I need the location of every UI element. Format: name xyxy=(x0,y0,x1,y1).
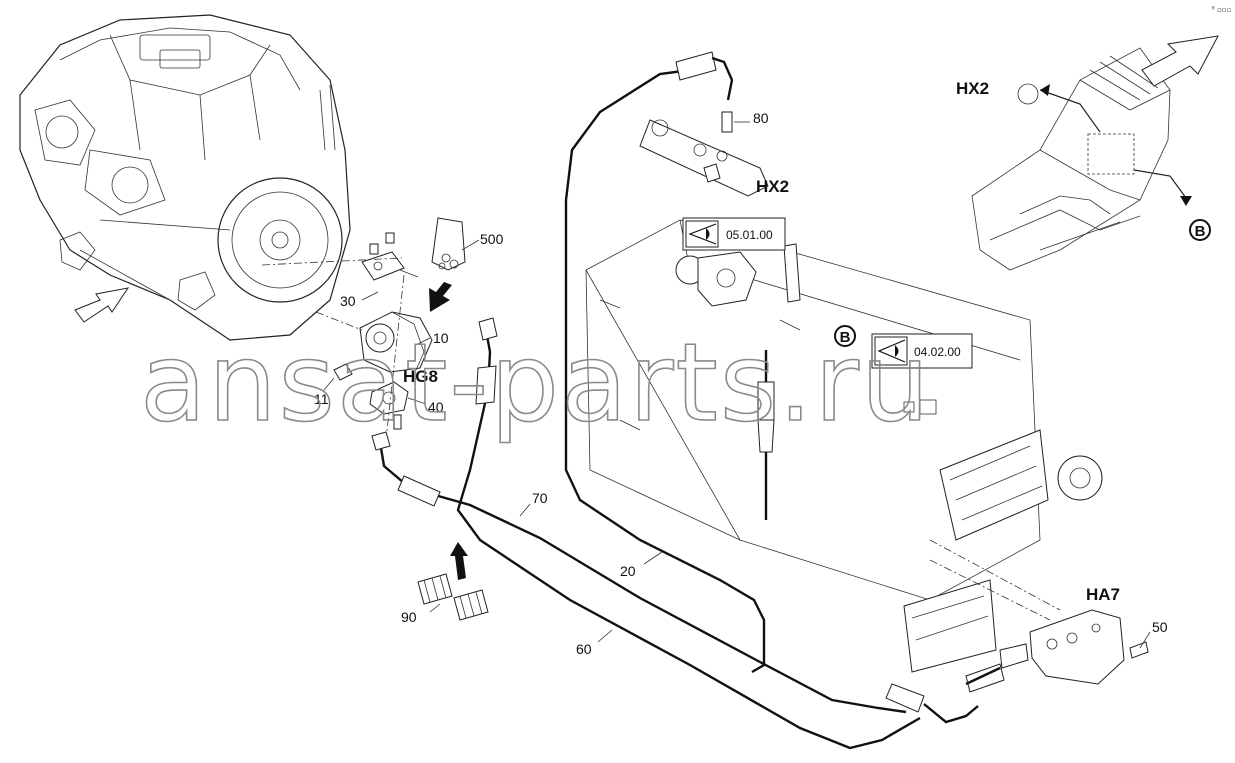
hydraulic-tank xyxy=(585,219,1041,601)
up-arrow-icon xyxy=(450,542,468,580)
hx2-callout-arrow xyxy=(1039,89,1101,133)
eye-reference-icon xyxy=(688,223,717,245)
designation-hx2-overview: HX2 xyxy=(956,79,989,98)
part-label-60: 60 xyxy=(576,641,592,657)
pump-assembly xyxy=(261,232,433,441)
view-marker-b: B xyxy=(834,325,856,347)
leader-lines xyxy=(323,121,1151,649)
eye-reference-icon xyxy=(877,339,906,363)
watermark: ansat-parts.ru xyxy=(140,321,931,446)
b-callout-arrow xyxy=(1133,169,1187,199)
valve-ha7 xyxy=(885,609,1149,724)
engine-direction-arrow-icon xyxy=(74,287,130,323)
reference-box-1: 05.01.00 xyxy=(682,217,786,251)
engine-illustration xyxy=(19,14,351,341)
hose-20 xyxy=(564,68,766,674)
reference-label-2: 04.02.00 xyxy=(914,345,961,359)
part-label-70: 70 xyxy=(532,490,548,506)
reference-label-1: 05.01.00 xyxy=(726,228,773,242)
hose-70 xyxy=(378,441,907,714)
part-label-11: 11 xyxy=(314,391,329,407)
part-label-10: 10 xyxy=(433,330,449,346)
part-label-500: 500 xyxy=(480,231,504,247)
part-label-20: 20 xyxy=(620,563,636,579)
machine-overview xyxy=(971,47,1171,271)
designation-hx2-valve: HX2 xyxy=(756,177,789,196)
designation-hg8: HG8 xyxy=(403,367,438,386)
reference-box-2: 04.02.00 xyxy=(871,333,973,369)
part-label-50: 50 xyxy=(1152,619,1168,635)
control-valve-block xyxy=(903,429,1103,673)
svg-text:B: B xyxy=(840,329,851,346)
view-direction-arrow-icon xyxy=(1141,35,1219,87)
corner-mark: ᵉ᷈ ▫▫▫ xyxy=(1211,6,1231,14)
seal-kit-card xyxy=(431,217,466,271)
hose-protectors-90 xyxy=(417,573,489,621)
svg-text:B: B xyxy=(1195,223,1206,240)
part-label-40: 40 xyxy=(428,399,444,415)
valve-block-hx2 xyxy=(639,111,769,197)
view-marker-b-detail: B xyxy=(1189,219,1211,241)
designation-ha7: HA7 xyxy=(1086,585,1120,604)
part-label-90: 90 xyxy=(401,609,417,625)
part-label-30: 30 xyxy=(340,293,356,309)
insert-arrow-icon xyxy=(429,282,452,312)
part-label-80: 80 xyxy=(753,110,769,126)
